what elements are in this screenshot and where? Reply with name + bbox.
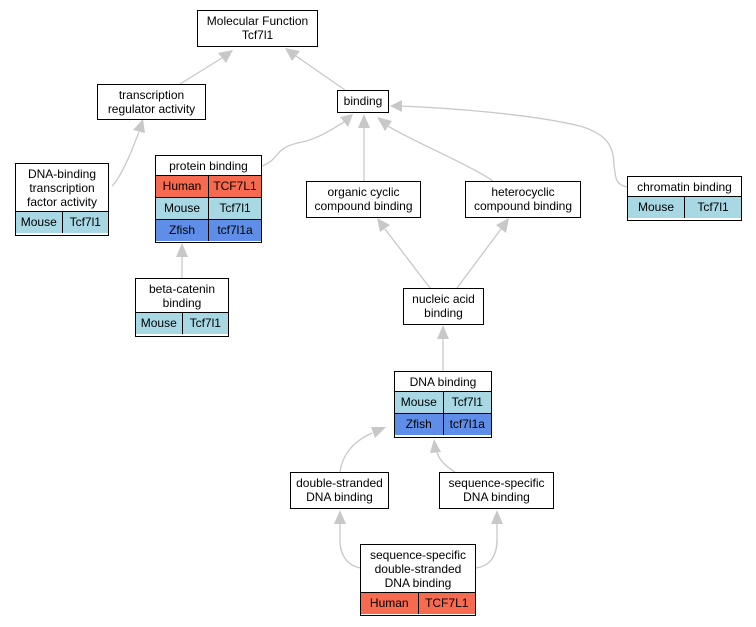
node-protein-binding[interactable]: protein binding Human TCF7L1 Mouse Tcf7l… bbox=[155, 155, 262, 243]
gene-cell: Tcf7l1 bbox=[61, 212, 108, 233]
species-cell: Human bbox=[156, 176, 208, 197]
node-title: DNA-binding transcription factor activit… bbox=[26, 167, 98, 209]
node-title: DNA binding bbox=[409, 375, 477, 389]
node-title: binding bbox=[343, 94, 383, 108]
node-molecular-function-root[interactable]: Molecular Function Tcf7l1 bbox=[197, 10, 318, 47]
species-cell: Mouse bbox=[628, 197, 684, 218]
edge-chromatin-binding bbox=[399, 105, 629, 188]
species-cell: Zfish bbox=[395, 414, 443, 435]
gene-row: Mouse Tcf7l1 bbox=[16, 211, 108, 233]
node-transcription-regulator-activity[interactable]: transcription regulator activity bbox=[97, 84, 206, 120]
gene-row: Human TCF7L1 bbox=[156, 175, 261, 197]
arrowhead bbox=[334, 510, 346, 524]
arrowhead bbox=[496, 218, 509, 233]
gene-row: Human TCF7L1 bbox=[361, 592, 475, 614]
species-cell: Human bbox=[361, 593, 418, 614]
edge-ssds-ssdna bbox=[475, 524, 498, 569]
edge-protein-binding bbox=[261, 121, 345, 167]
node-sequence-specific-dna-binding[interactable]: sequence-specific DNA binding bbox=[439, 472, 554, 509]
arrowhead bbox=[340, 114, 353, 127]
node-title: nucleic acid binding bbox=[412, 292, 475, 320]
gene-cell: Tcf7l1 bbox=[442, 392, 491, 413]
node-beta-catenin-binding[interactable]: beta-catenin binding Mouse Tcf7l1 bbox=[135, 278, 229, 337]
node-title: sequence-specific DNA binding bbox=[448, 476, 545, 504]
node-double-stranded-dna-binding[interactable]: double-stranded DNA binding bbox=[290, 472, 389, 509]
node-title: protein binding bbox=[169, 159, 248, 173]
arrowhead bbox=[390, 100, 402, 112]
gene-row: Mouse Tcf7l1 bbox=[395, 391, 491, 413]
gene-row: Mouse Tcf7l1 bbox=[136, 312, 228, 334]
arrowhead bbox=[133, 119, 145, 133]
arrowhead bbox=[430, 439, 441, 453]
node-chromatin-binding[interactable]: chromatin binding Mouse Tcf7l1 bbox=[627, 176, 742, 221]
node-organic-cyclic-compound-binding[interactable]: organic cyclic compound binding bbox=[306, 181, 421, 218]
node-dna-binding-transcription-factor-activity[interactable]: DNA-binding transcription factor activit… bbox=[15, 163, 109, 236]
species-cell: Zfish bbox=[156, 220, 208, 241]
node-title: transcription regulator activity bbox=[107, 88, 196, 116]
edge-ssds-dsdna bbox=[339, 524, 362, 569]
edge-nab-ocb bbox=[384, 228, 431, 289]
arrowhead bbox=[218, 50, 233, 63]
species-cell: Mouse bbox=[156, 198, 208, 219]
arrowhead bbox=[176, 243, 188, 257]
node-sequence-specific-double-stranded-dna-binding[interactable]: sequence-specific double-stranded DNA bi… bbox=[360, 544, 476, 616]
node-title: beta-catenin binding bbox=[148, 282, 216, 310]
node-title: double-stranded DNA binding bbox=[296, 476, 383, 504]
gene-cell: TCF7L1 bbox=[417, 593, 475, 614]
arrowhead bbox=[377, 117, 392, 131]
node-title: heterocyclic compound binding bbox=[473, 185, 573, 213]
node-title: sequence-specific double-stranded DNA bi… bbox=[369, 548, 467, 590]
node-title: chromatin binding bbox=[637, 180, 732, 194]
species-cell: Mouse bbox=[136, 313, 182, 334]
arrowhead bbox=[285, 48, 300, 61]
gene-row: Mouse Tcf7l1 bbox=[156, 197, 261, 219]
gene-cell: TCF7L1 bbox=[208, 176, 261, 197]
node-nucleic-acid-binding[interactable]: nucleic acid binding bbox=[403, 288, 484, 325]
gene-cell: tcf7l1a bbox=[442, 414, 491, 435]
gene-row: Zfish tcf7l1a bbox=[156, 219, 261, 241]
gene-row: Mouse Tcf7l1 bbox=[628, 196, 741, 218]
gene-cell: tcf7l1a bbox=[208, 220, 261, 241]
arrowhead bbox=[371, 427, 386, 438]
edge-tra-root bbox=[179, 57, 223, 85]
edge-binding-root bbox=[295, 55, 346, 91]
arrowhead bbox=[491, 510, 503, 524]
gene-cell: Tcf7l1 bbox=[181, 313, 228, 334]
gene-cell: Tcf7l1 bbox=[684, 197, 741, 218]
gene-row: Zfish tcf7l1a bbox=[395, 413, 491, 435]
species-cell: Mouse bbox=[16, 212, 62, 233]
arrowhead bbox=[437, 325, 449, 339]
node-dna-binding[interactable]: DNA binding Mouse Tcf7l1 Zfish tcf7l1a bbox=[394, 371, 492, 438]
gene-cell: Tcf7l1 bbox=[208, 198, 261, 219]
node-heterocyclic-compound-binding[interactable]: heterocyclic compound binding bbox=[465, 181, 581, 218]
species-cell: Mouse bbox=[395, 392, 443, 413]
node-title: organic cyclic compound binding bbox=[314, 185, 413, 213]
node-title: Molecular Function Tcf7l1 bbox=[206, 14, 309, 42]
arrowhead bbox=[377, 218, 390, 232]
edge-hcb-binding bbox=[387, 125, 494, 182]
edge-dsdna-dna bbox=[339, 432, 373, 473]
arrowhead bbox=[358, 114, 370, 128]
edge-ssdna-dna bbox=[436, 450, 456, 473]
edge-dbtfa-tra bbox=[111, 131, 140, 187]
node-binding[interactable]: binding bbox=[337, 90, 389, 113]
edge-nab-hcb bbox=[456, 228, 502, 289]
